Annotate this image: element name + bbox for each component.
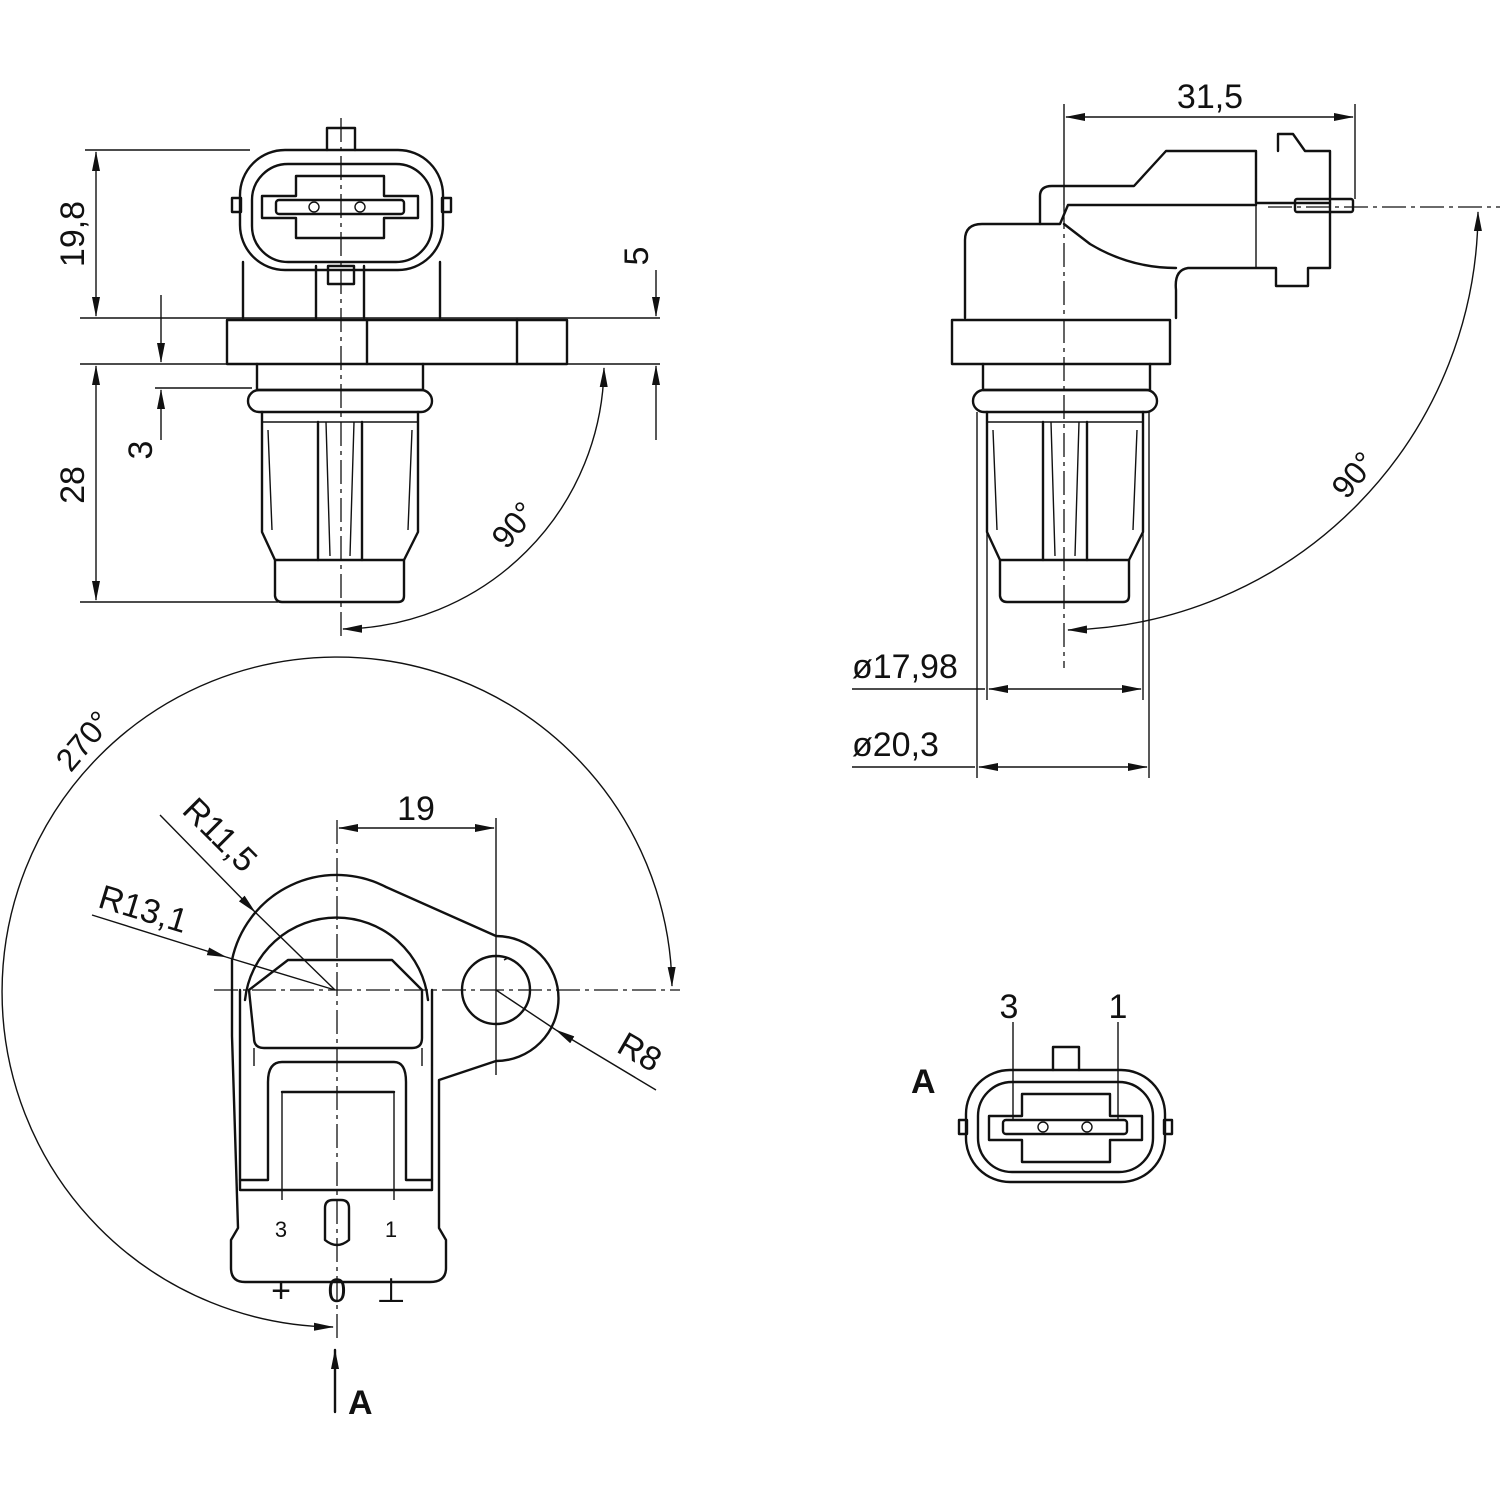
connector-view-a: 3 1 A — [911, 988, 1174, 1184]
front-view: 19,8 28 3 5 90° — [54, 118, 660, 640]
angle-label-side: 90° — [1324, 445, 1383, 505]
pin-1-label-connector: 1 — [1109, 988, 1128, 1026]
dim-height-bottom-label: 28 — [54, 466, 92, 504]
pin-3-label-top: 3 — [275, 1217, 287, 1242]
plus-symbol: + — [271, 1272, 291, 1310]
dim-step-label: 3 — [122, 441, 160, 460]
side-view: 31,5 90° ø17,98 ø20,3 — [852, 78, 1500, 778]
pin-3-label-connector: 3 — [1000, 988, 1019, 1026]
top-view: 3 1 + 0 ⊥ 19 R11,5 R13,1 R8 270° A — [1, 656, 680, 1422]
dia-outer-label: ø20,3 — [852, 726, 939, 764]
radius-lug-label: R8 — [611, 1025, 668, 1080]
radius-inner-label: R11,5 — [175, 791, 264, 880]
angle-label-front: 90° — [484, 495, 543, 555]
view-a-label: A — [348, 1384, 373, 1422]
angle-label-top: 270° — [49, 704, 119, 778]
pin-1-label-top: 1 — [385, 1217, 397, 1242]
dia-inner-label: ø17,98 — [852, 648, 958, 686]
dim-offset-label: 19 — [397, 790, 435, 828]
dim-width-label: 31,5 — [1177, 78, 1243, 116]
ground-symbol: ⊥ — [376, 1272, 406, 1310]
dim-flange-label: 5 — [618, 247, 656, 266]
connector-view-label: A — [911, 1063, 936, 1101]
dim-height-top-label: 19,8 — [54, 201, 92, 267]
